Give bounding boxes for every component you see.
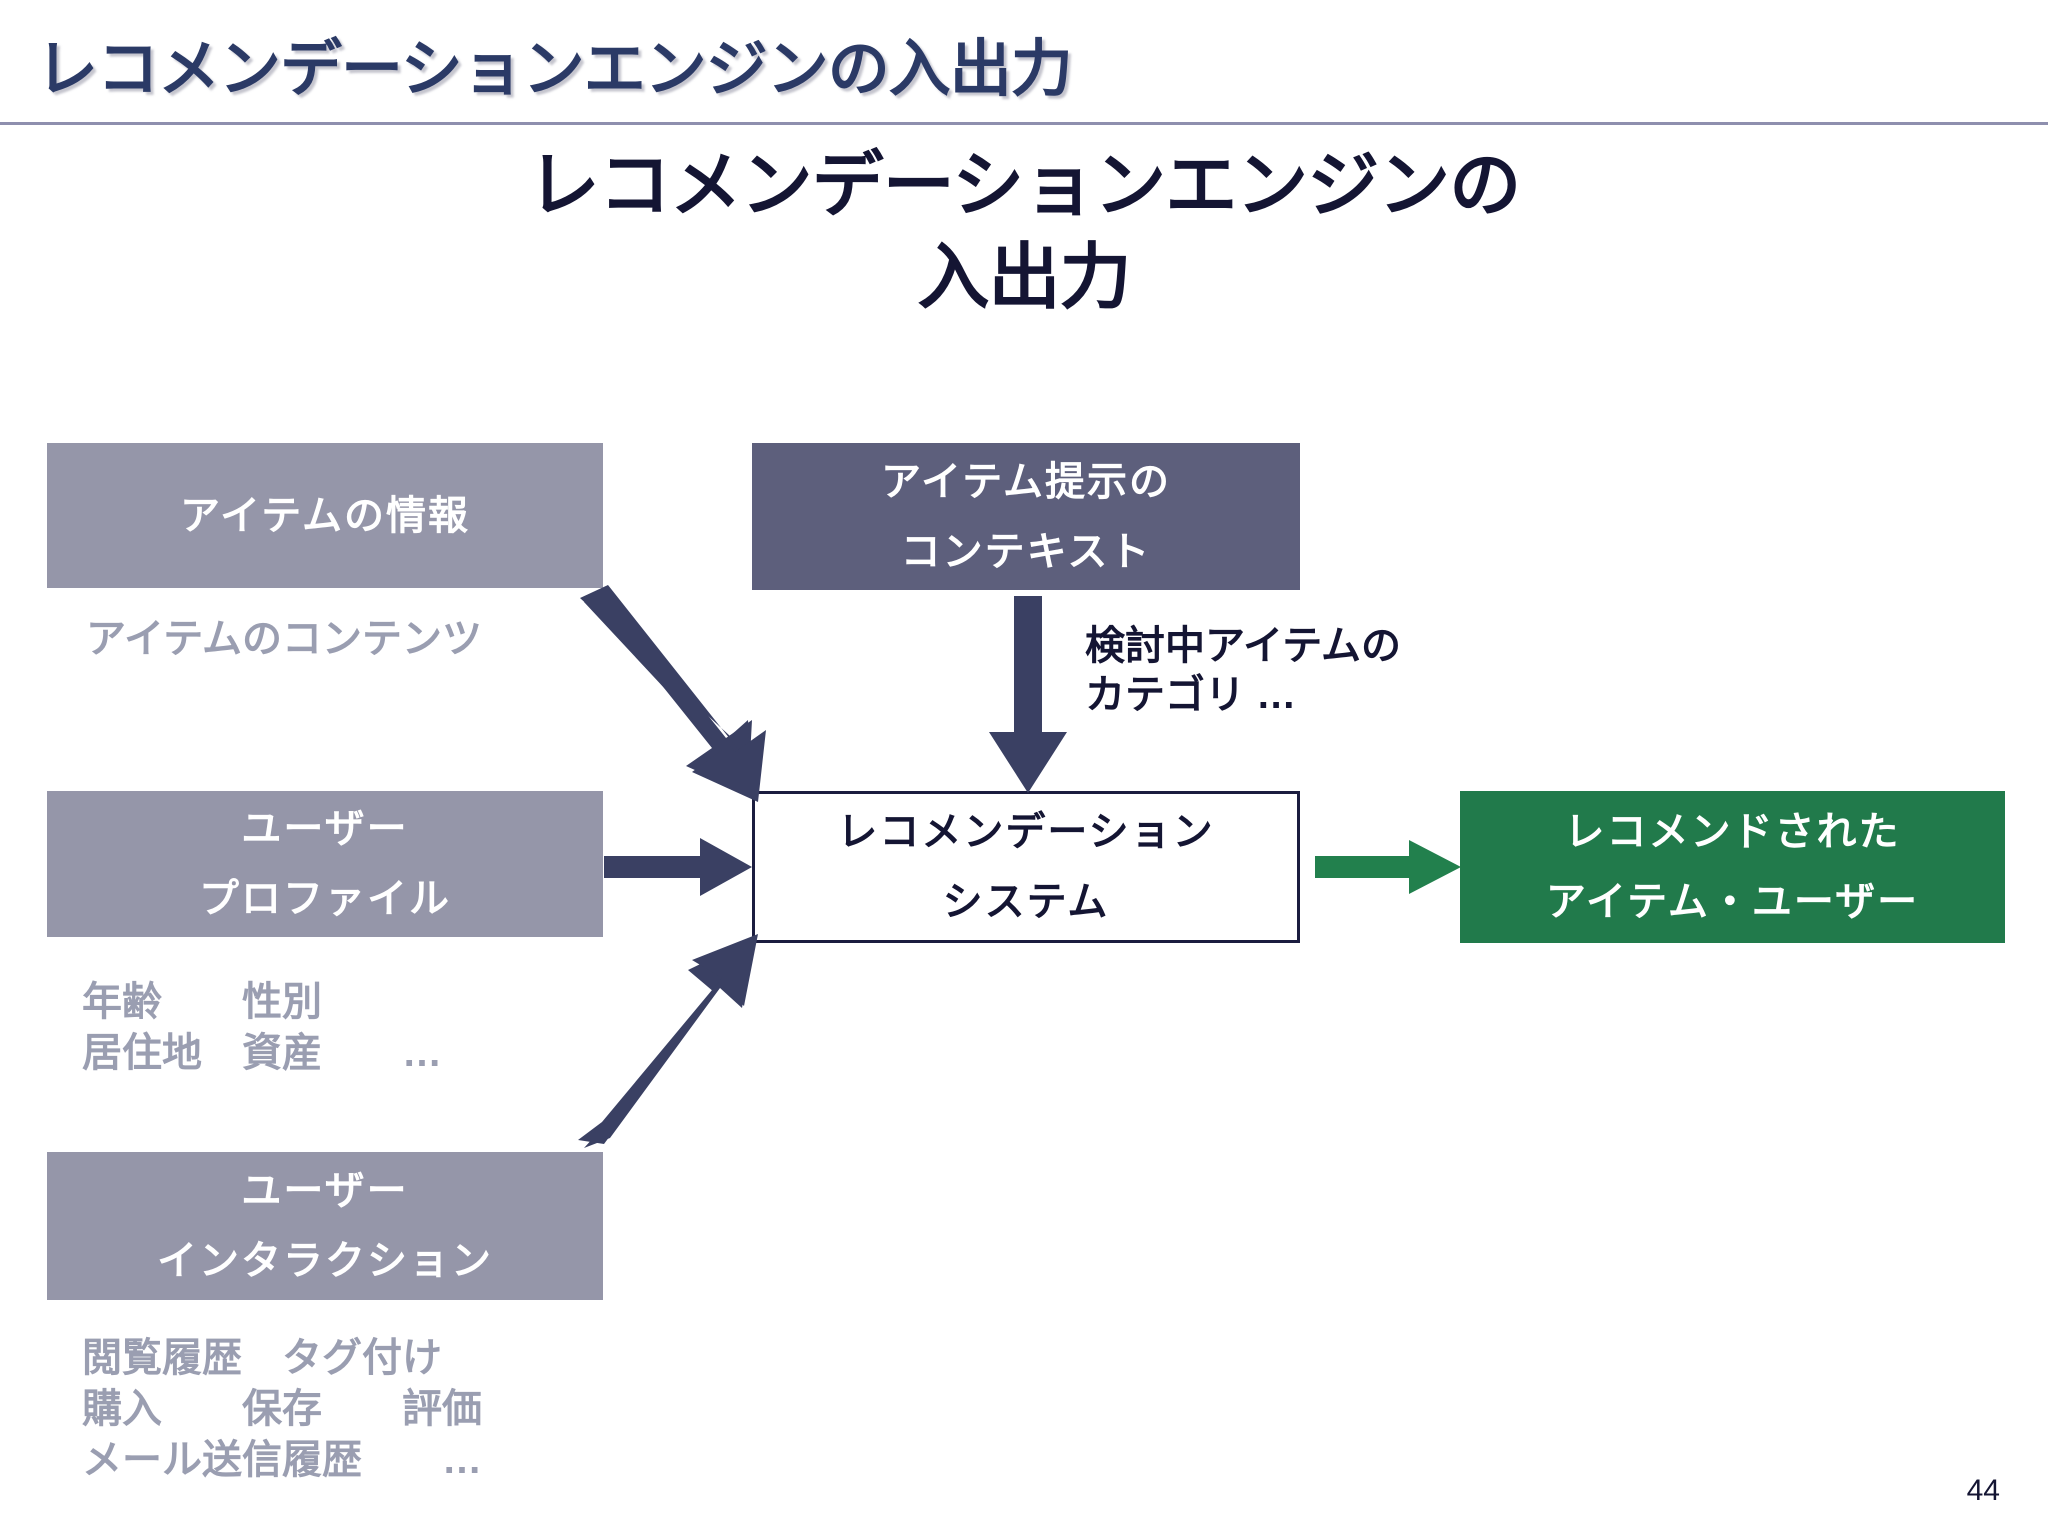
header-divider bbox=[0, 122, 2048, 125]
main-heading-line-2: 入出力 bbox=[917, 238, 1131, 319]
main-heading: レコメンデーションエンジンの 入出力 bbox=[214, 140, 1834, 324]
box-user-interaction-line-2: インタラクション bbox=[157, 1239, 493, 1283]
box-item-context: アイテム提示の コンテキスト bbox=[752, 443, 1300, 590]
arrow-item-info-to-system bbox=[580, 585, 766, 802]
box-user-interaction-line-1: ユーザー bbox=[241, 1169, 409, 1213]
box-item-context-line-1: アイテム提示の bbox=[881, 459, 1171, 504]
box-item-info-line-1: アイテムの情報 bbox=[180, 493, 470, 538]
box-item-context-line-2: コンテキスト bbox=[900, 529, 1152, 574]
box-recommended-output-line-1: レコメンドされた bbox=[1564, 810, 1901, 854]
box-user-interaction: ユーザー インタラクション bbox=[47, 1152, 603, 1300]
box-user-profile-line-1: ユーザー bbox=[241, 807, 409, 851]
slide-header: レコメンデーションエンジンの入出力 bbox=[0, 0, 2048, 125]
box-recommendation-system-line-1: レコメンデーション bbox=[837, 810, 1215, 854]
box-recommendation-system-line-2: システム bbox=[942, 880, 1110, 924]
box-recommended-output-line-2: アイテム・ユーザー bbox=[1545, 880, 1920, 924]
box-user-profile-line-2: プロファイル bbox=[199, 877, 451, 921]
arrow-context-to-system bbox=[989, 596, 1067, 793]
box-user-profile: ユーザー プロファイル bbox=[47, 791, 603, 937]
arrow-user-interaction-to-system bbox=[578, 934, 758, 1148]
page-title: レコメンデーションエンジンの入出力 bbox=[36, 35, 1073, 104]
caption-user-interaction: 閲覧履歴 タグ付け 購入 保存 評価 メール送信履歴 … bbox=[82, 1336, 482, 1483]
main-heading-line-1: レコメンデーションエンジンの bbox=[527, 146, 1522, 226]
box-recommendation-system: レコメンデーション システム bbox=[752, 791, 1300, 943]
box-item-info: アイテムの情報 bbox=[47, 443, 603, 588]
caption-item-info: アイテムのコンテンツ bbox=[86, 617, 482, 661]
arrow-system-to-output bbox=[1315, 840, 1461, 894]
caption-user-profile: 年齢 性別 居住地 資産 … bbox=[82, 980, 442, 1076]
arrow-user-profile-to-system bbox=[604, 838, 752, 896]
box-recommended-output: レコメンドされた アイテム・ユーザー bbox=[1460, 791, 2005, 943]
annotation-context-category: 検討中アイテムの カテゴリ … bbox=[1085, 624, 1401, 717]
page-number: 44 bbox=[1966, 1474, 2000, 1507]
